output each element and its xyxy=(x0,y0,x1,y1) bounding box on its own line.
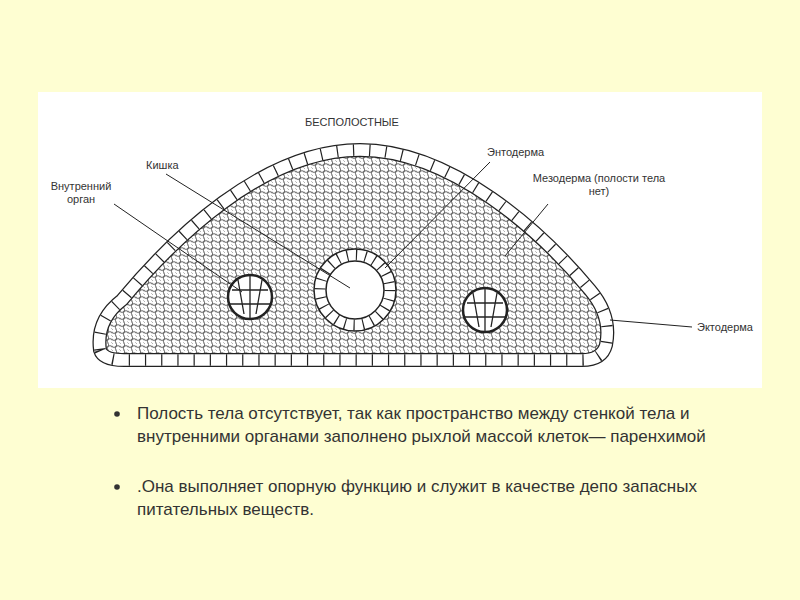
leader-lines xyxy=(114,162,692,327)
parenchyma xyxy=(99,150,607,360)
figure-panel xyxy=(38,92,762,388)
part-label: Кишка xyxy=(146,159,179,172)
part-label: Мезодерма (полости тела нет) xyxy=(528,172,670,198)
part-label: Энтодерма xyxy=(487,146,544,159)
bullet-dot xyxy=(114,484,120,490)
bullet-note: .Она выполняет опорную функцию и служит … xyxy=(137,475,707,521)
part-label: Эктодерма xyxy=(697,321,753,334)
internal-organ xyxy=(463,288,507,332)
ectoderm-layer xyxy=(99,150,607,360)
gut xyxy=(314,249,396,331)
bullet-dot xyxy=(114,411,120,417)
bullet-note: Полость тела отсутствует, так как простр… xyxy=(137,402,707,448)
diagram-title: БЕСПОЛОСТНЫЕ xyxy=(305,116,399,129)
internal-organ xyxy=(228,275,272,319)
part-label: Внутренний орган xyxy=(42,180,120,206)
